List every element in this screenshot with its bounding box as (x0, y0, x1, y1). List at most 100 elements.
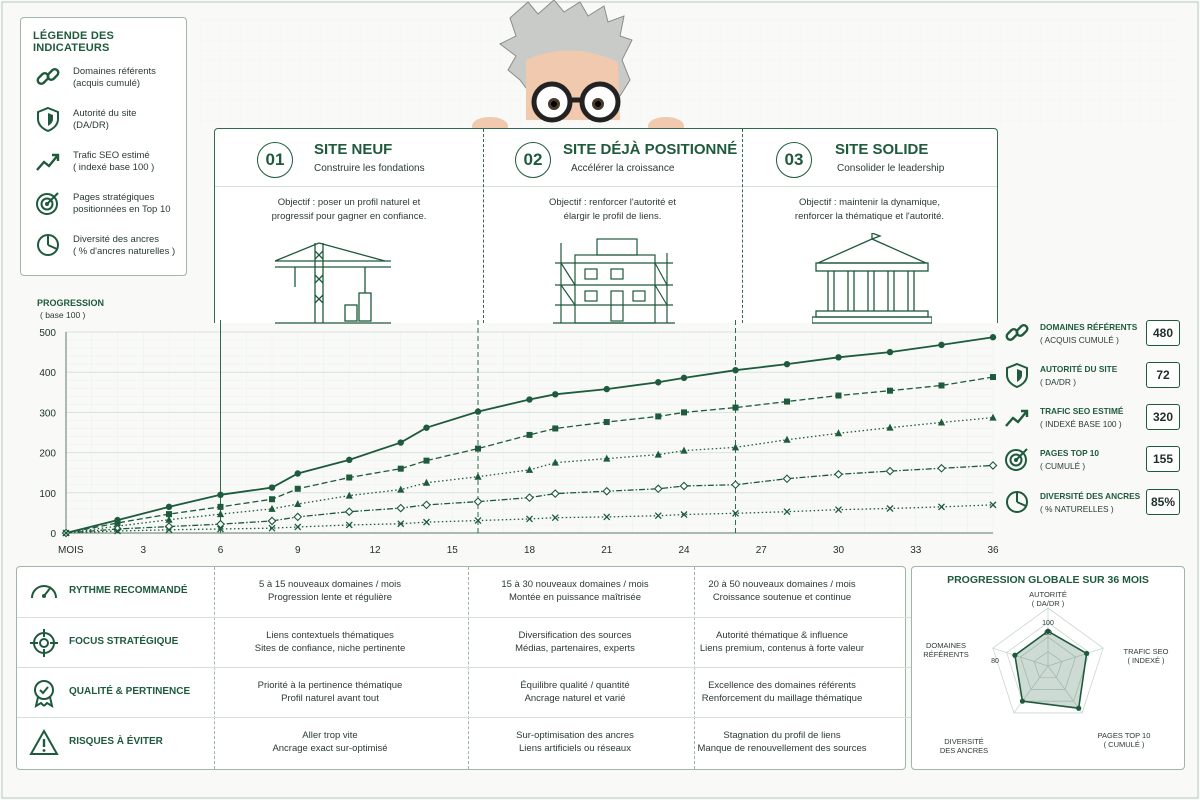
data-point-series-3 (268, 504, 276, 512)
data-point-series-5 (165, 526, 173, 534)
x-tick-label: 30 (833, 545, 845, 556)
data-point-series-2 (423, 457, 430, 464)
data-point-series-3 (731, 443, 740, 451)
data-point-series-2 (990, 374, 996, 381)
data-point-series-2 (166, 511, 172, 518)
data-point-series-5 (654, 512, 662, 520)
data-point-series-1 (165, 503, 173, 511)
table-row-focus: FOCUS STRATÉGIQUE Liens contextuels thém… (17, 617, 913, 668)
data-point-series-2 (681, 409, 687, 416)
strategy-table: RYTHME RECOMMANDÉ 5 à 15 nouveaux domain… (16, 566, 913, 770)
phase-number: 02 (515, 142, 551, 178)
radar-grid-ring (1019, 636, 1077, 690)
indicator-authority: AUTORITÉ DU SITE( DA/DR ) 72 (1004, 360, 1188, 396)
data-point-series-1 (886, 348, 894, 356)
data-point-series-2 (732, 404, 739, 411)
y-tick-label: 400 (39, 368, 56, 379)
legend-item-sub: ( % d'ancres naturelles ) (73, 246, 176, 257)
phase-3: 03 SITE SOLIDE Consolider le leadership … (742, 129, 997, 324)
data-point-series-5 (938, 503, 945, 511)
x-tick-label: 21 (601, 545, 613, 556)
row-label: RYTHME RECOMMANDÉ (69, 585, 188, 596)
x-tick-label: 15 (447, 545, 459, 556)
warning-icon (29, 728, 59, 755)
data-point-series-4 (344, 507, 354, 517)
data-point-series-5 (551, 514, 559, 522)
radar-scale-label: 60 (1044, 630, 1052, 637)
radar-point (1045, 628, 1051, 634)
radar-point (1084, 650, 1090, 657)
phase-1: 01 SITE NEUF Construire les fondations O… (215, 129, 483, 324)
legend-item-sub: positionnées en Top 10 (73, 204, 171, 215)
radar-axis-label: TRAFIC SEO( INDEXÉ ) (1123, 647, 1169, 665)
data-point-series-5 (397, 520, 405, 528)
radar-grid-ring (1033, 651, 1063, 679)
radar-axis (1047, 647, 1104, 667)
phase-subtitle: Construire les fondations (314, 163, 425, 174)
temple-icon (812, 233, 932, 324)
data-point-series-1 (552, 391, 559, 398)
radar-grid-ring (1006, 622, 1090, 702)
data-point-series-3 (834, 429, 843, 437)
data-point-series-4 (550, 489, 560, 498)
gauge-icon (31, 585, 57, 599)
radar-axis-label: PAGES TOP 10( CUMULÉ ) (1097, 731, 1151, 749)
x-tick-label: 33 (910, 545, 922, 556)
data-point-series-1 (526, 396, 533, 403)
data-point-series-4 (473, 497, 483, 507)
phase-number: 01 (257, 142, 293, 178)
indicator-title: TRAFIC SEO ESTIMÉ (1040, 406, 1124, 416)
radar-axis (1013, 665, 1049, 714)
data-point-series-1 (423, 424, 430, 431)
phase-number: 03 (776, 142, 812, 178)
data-point-series-5 (603, 513, 611, 521)
radar-point (1012, 652, 1018, 658)
data-point-series-4 (293, 512, 303, 522)
data-point-series-5 (474, 517, 482, 524)
data-point-series-1 (397, 439, 404, 446)
indicator-value: 85% (1146, 489, 1180, 515)
data-point-series-2 (269, 496, 275, 503)
column-separator (468, 567, 469, 769)
data-point-series-4 (216, 519, 225, 529)
legend-item-label: Pages stratégiques (73, 192, 155, 203)
radar-value-area (1014, 630, 1088, 710)
phase-separator (742, 129, 743, 323)
data-point-series-3 (654, 450, 662, 458)
phase-separator (483, 129, 484, 323)
target-icon (36, 192, 59, 215)
legend-title: LÉGENDE DES INDICATEURS (33, 30, 115, 54)
data-point-series-2 (294, 485, 301, 492)
data-point-series-5 (783, 508, 791, 516)
indicator-value: 72 (1146, 362, 1180, 388)
data-point-series-5 (732, 509, 739, 517)
x-tick-label: 12 (369, 545, 381, 556)
data-point-series-1 (217, 491, 224, 499)
data-point-series-2 (217, 503, 224, 510)
column-separator (214, 567, 215, 769)
data-point-series-5 (114, 527, 121, 535)
data-point-series-1 (268, 484, 276, 491)
mascot-illustration (472, 0, 684, 135)
data-point-series-1 (938, 341, 945, 349)
legend-item-label: Diversité des ancres (73, 234, 160, 245)
indicator-title: PAGES TOP 10 (1040, 448, 1100, 458)
data-point-series-1 (783, 360, 791, 368)
data-point-series-2 (887, 387, 893, 394)
y-tick-label: 0 (50, 529, 56, 540)
radar-grid-ring (992, 607, 1104, 714)
radar-panel: PROGRESSION GLOBALE SUR 36 MOIS AUTORITÉ… (911, 566, 1185, 770)
y-tick-label: 300 (39, 408, 56, 419)
indicator-sub: ( % NATURELLES ) (1040, 504, 1114, 514)
data-point-series-1 (474, 408, 482, 415)
indicator-sub: ( DA/DR ) (1040, 377, 1076, 387)
table-row-quality: QUALITÉ & PERTINENCE Priorité à la perti… (17, 667, 913, 718)
legend-panel: LÉGENDE DES INDICATEURS Domaines référen… (20, 17, 187, 276)
